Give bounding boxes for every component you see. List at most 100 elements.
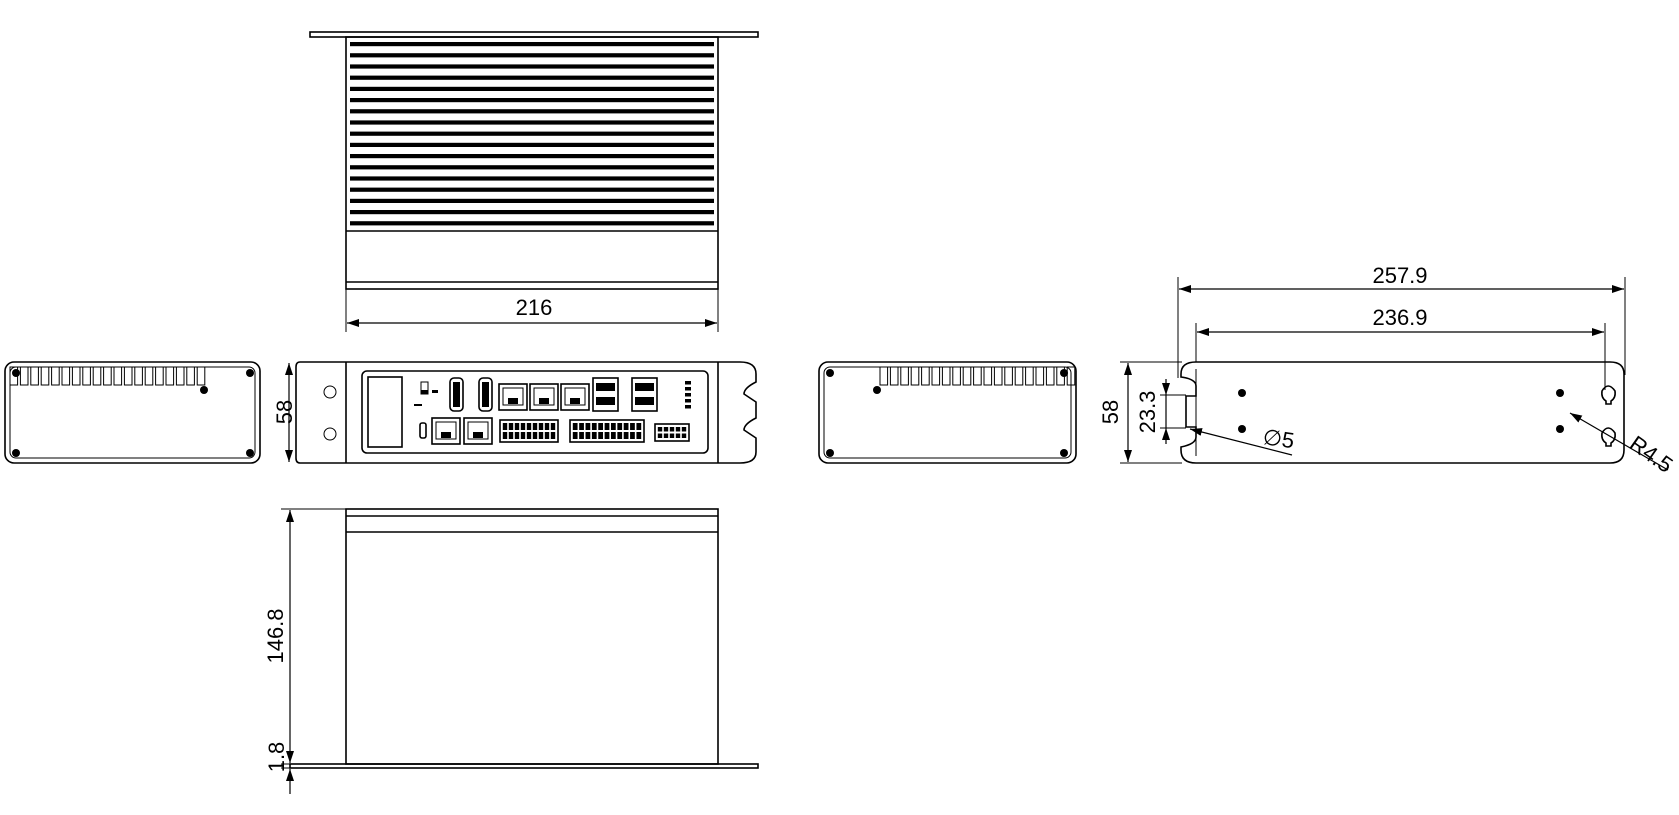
keyhole-slot-upper bbox=[1601, 385, 1616, 405]
heatsink-fin bbox=[350, 165, 714, 170]
vent-slot bbox=[993, 366, 1003, 386]
terminal-pin bbox=[604, 423, 610, 430]
right-side-outline bbox=[818, 361, 1077, 464]
terminal-pin bbox=[572, 423, 578, 430]
mount-hole-lower bbox=[323, 427, 337, 441]
right-vent-slots bbox=[879, 366, 1076, 386]
terminal-pin bbox=[598, 423, 604, 430]
right-side-view bbox=[818, 361, 1077, 464]
terminal-pin bbox=[520, 423, 526, 430]
screw-hole bbox=[12, 449, 20, 457]
terminal-pin bbox=[579, 423, 584, 430]
vent-slot bbox=[186, 366, 195, 386]
heatsink-fin bbox=[350, 176, 714, 181]
heatsink-fin bbox=[350, 64, 714, 69]
vent-slot bbox=[103, 366, 112, 386]
terminal-pin bbox=[538, 423, 544, 430]
terminal-pin bbox=[681, 433, 687, 438]
terminal-pin bbox=[550, 432, 556, 439]
vent-slot bbox=[889, 366, 899, 386]
vent-slot bbox=[941, 366, 951, 386]
vent-slot bbox=[196, 366, 206, 386]
terminal-pin bbox=[544, 432, 550, 439]
vent-slot bbox=[123, 366, 133, 386]
terminal-pin bbox=[508, 432, 514, 439]
dim-label-depth: 146.8 bbox=[263, 608, 288, 663]
bracket-view: 257.9 236.9 58 23.3 ∅5 R4.5 bbox=[1098, 263, 1678, 478]
led bbox=[432, 390, 438, 393]
terminal-pin bbox=[675, 433, 681, 438]
vent-slot bbox=[1035, 366, 1045, 386]
left-vent-slots bbox=[9, 366, 206, 386]
terminal-pin bbox=[502, 432, 508, 439]
bottom-view-body bbox=[345, 508, 719, 765]
heatsink-fin bbox=[350, 86, 714, 91]
terminal-pin bbox=[550, 423, 556, 430]
vent-slot bbox=[134, 366, 143, 386]
hole-dot bbox=[1556, 425, 1564, 433]
hdmi-port-inner bbox=[482, 382, 489, 407]
terminal-pin bbox=[617, 423, 623, 430]
vent-slot bbox=[1025, 366, 1034, 386]
heatsink-fin bbox=[350, 187, 714, 192]
hole-dot bbox=[1238, 425, 1246, 433]
terminal-pin bbox=[591, 423, 597, 430]
terminal-pin bbox=[526, 432, 532, 439]
terminal-pin bbox=[657, 427, 663, 432]
screw-hole bbox=[246, 369, 254, 377]
terminal-pin bbox=[502, 423, 508, 430]
dim-label-overall-length: 257.9 bbox=[1372, 263, 1427, 288]
left-side-inner bbox=[9, 366, 256, 459]
status-leds bbox=[685, 381, 691, 409]
rj45-port bbox=[560, 383, 590, 411]
rj45-port-inner bbox=[564, 387, 586, 406]
bottom-view-bracket bbox=[289, 763, 759, 769]
left-side-outline bbox=[4, 361, 261, 464]
vent-slot bbox=[51, 366, 60, 386]
heatsink-fin bbox=[350, 109, 714, 114]
terminal-pin bbox=[623, 432, 629, 439]
leader-hole-diameter bbox=[1189, 428, 1293, 456]
status-led bbox=[685, 399, 691, 403]
vent-slot bbox=[82, 366, 91, 386]
heatsink-fin bbox=[350, 53, 714, 58]
heatsink-fin bbox=[350, 42, 714, 47]
screw-hole bbox=[12, 369, 20, 377]
vent-slot bbox=[962, 366, 972, 386]
heatsink-fin bbox=[350, 198, 714, 203]
vent-slot bbox=[165, 366, 175, 386]
terminal-pin bbox=[630, 423, 635, 430]
status-led bbox=[685, 405, 691, 409]
terminal-pin bbox=[572, 432, 578, 439]
dim-label-thickness: 1.8 bbox=[264, 742, 289, 773]
vent-slot bbox=[71, 366, 81, 386]
terminal-pin bbox=[669, 427, 675, 432]
right-side-inner bbox=[823, 366, 1072, 459]
rj45-latch bbox=[473, 432, 483, 438]
terminal-pin bbox=[532, 423, 538, 430]
bracket-outline bbox=[1180, 361, 1625, 464]
terminal-pin bbox=[630, 432, 635, 439]
rj45-latch bbox=[539, 398, 549, 404]
rj45-latch bbox=[508, 398, 518, 404]
rj45-port bbox=[463, 417, 493, 445]
leader-slot-radius bbox=[1569, 412, 1669, 471]
terminal-pin bbox=[538, 432, 544, 439]
rj45-latch bbox=[570, 398, 580, 404]
vent-slot bbox=[61, 366, 71, 386]
screw-hole bbox=[246, 449, 254, 457]
vent-slot bbox=[175, 366, 185, 386]
dim-label-width: 216 bbox=[516, 295, 553, 320]
heatsink-fin bbox=[350, 210, 714, 215]
usb-port bbox=[596, 397, 615, 405]
hdmi-port-inner bbox=[453, 382, 460, 407]
hole-dot bbox=[1556, 389, 1564, 397]
heatsink-fin bbox=[350, 221, 714, 226]
hole-dot bbox=[1238, 389, 1246, 397]
terminal-pin bbox=[604, 432, 610, 439]
terminal-pin bbox=[585, 423, 591, 430]
terminal-pin bbox=[579, 432, 584, 439]
terminal-pin bbox=[636, 423, 642, 430]
